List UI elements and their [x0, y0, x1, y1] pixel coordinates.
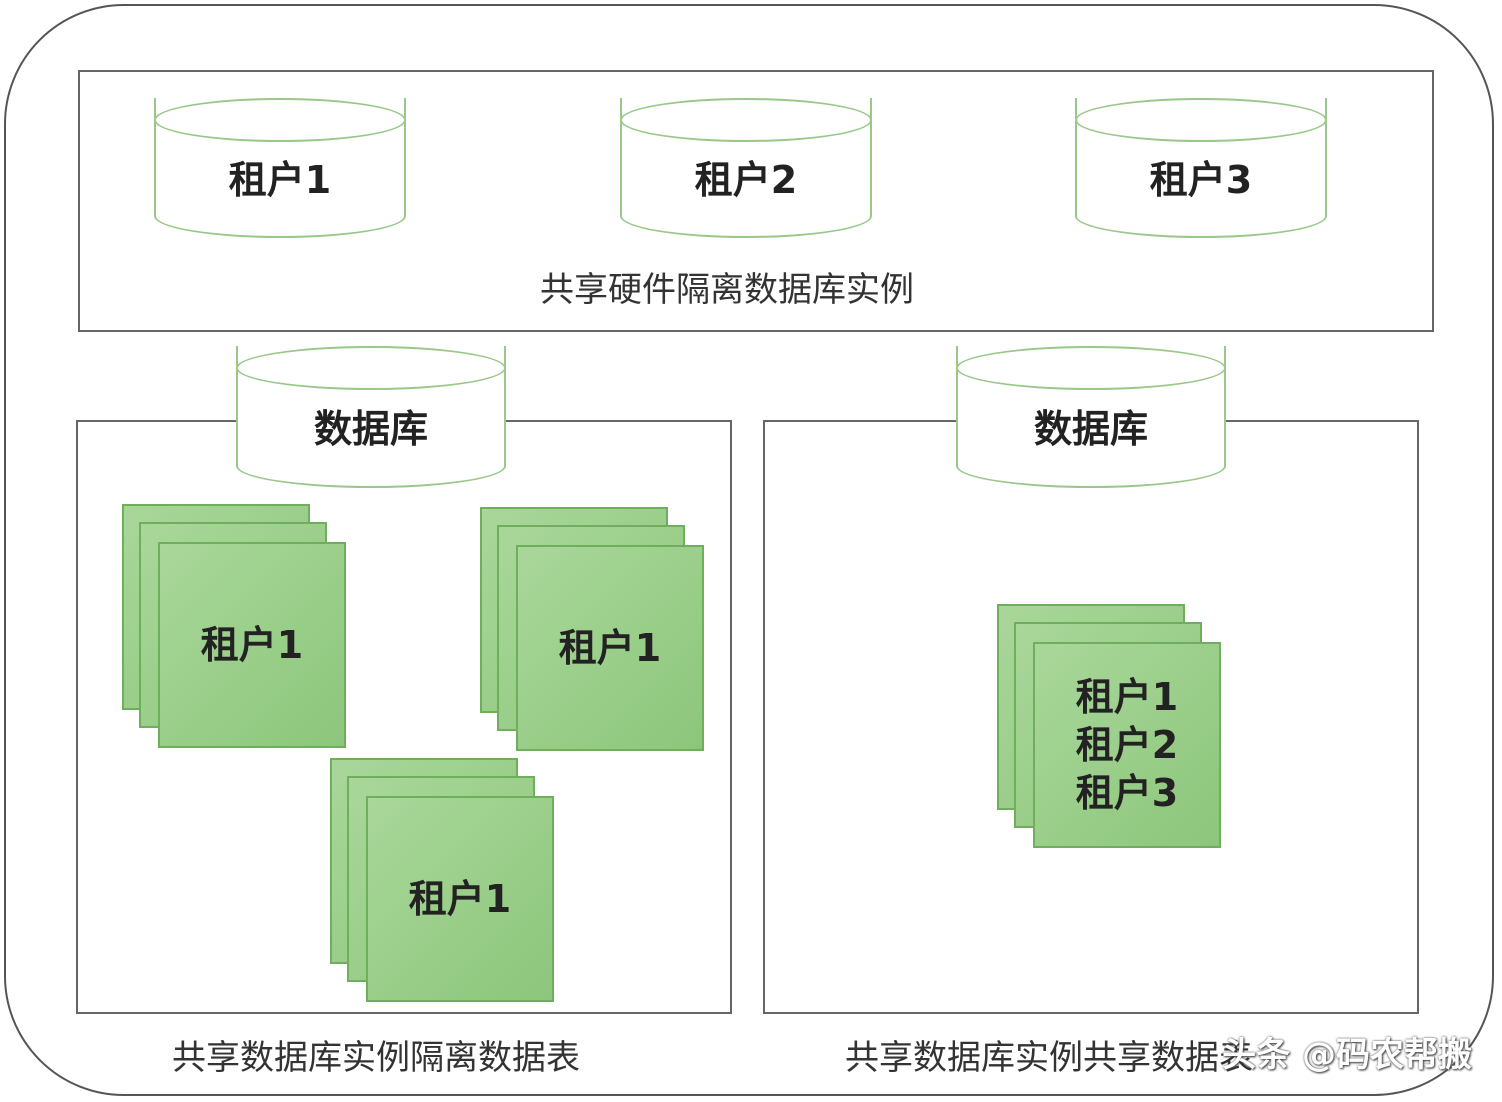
shared-table-stack-labels: 租户1 租户2 租户3: [1033, 642, 1221, 848]
left-database-cylinder: 数据库: [236, 346, 506, 488]
shared-table-line: 租户2: [1075, 723, 1179, 767]
shared-table-line: 租户1: [1075, 675, 1179, 719]
table-stack-label: 租户1: [200, 623, 304, 667]
table-stack-label: 租户1: [558, 626, 662, 670]
right-database-cylinder: 数据库: [956, 346, 1226, 488]
table-stack: 租户1: [480, 507, 712, 751]
tenant3-database-cylinder: 租户3: [1075, 98, 1327, 238]
cylinder-label: 数据库: [1033, 406, 1148, 451]
left-panel-caption: 共享数据库实例隔离数据表: [172, 1038, 580, 1078]
tenant1-database-cylinder: 租户1: [154, 98, 406, 238]
watermark: 头条 @码农帮搬: [1222, 1035, 1472, 1075]
shared-table-line: 租户3: [1075, 771, 1179, 815]
cylinder-label: 租户3: [1149, 157, 1253, 202]
tenant2-database-cylinder: 租户2: [620, 98, 872, 238]
cylinder-label: 租户1: [228, 157, 332, 202]
cylinder-label: 数据库: [313, 406, 428, 451]
top-panel-caption: 共享硬件隔离数据库实例: [540, 270, 914, 310]
table-stack: 租户1: [330, 758, 562, 1002]
cylinder-label: 租户2: [694, 157, 798, 202]
shared-table-stack: 租户1 租户2 租户3: [997, 604, 1229, 848]
right-panel-caption: 共享数据库实例共享数据表: [845, 1038, 1253, 1078]
table-stack-label: 租户1: [408, 877, 512, 921]
table-stack: 租户1: [122, 504, 354, 748]
